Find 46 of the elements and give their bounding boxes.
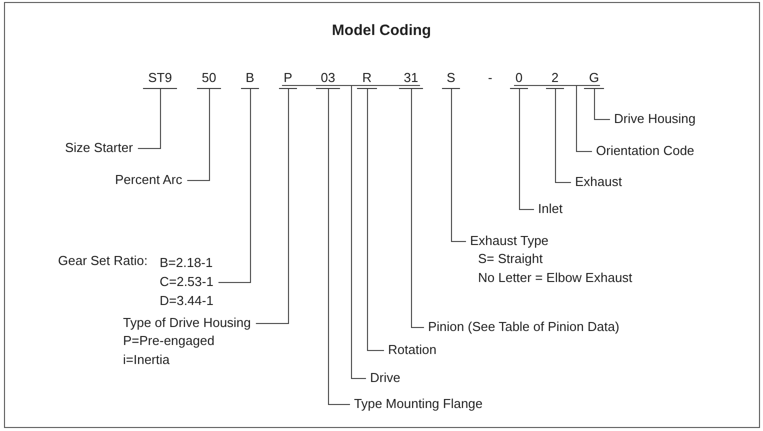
code-segment: ST9 — [143, 70, 177, 89]
description-text: Exhaust Type — [470, 233, 550, 249]
leader-line — [186, 88, 210, 181]
code-segment: G — [584, 70, 604, 89]
leader-line — [255, 88, 289, 324]
code-segment: 50 — [196, 70, 222, 89]
option-text: No Letter = Elbow Exhaust — [477, 269, 632, 287]
leader-line — [576, 86, 592, 152]
description-text: Inlet — [538, 201, 563, 217]
leader-line — [519, 88, 534, 210]
description-text: Type Mounting Flange — [354, 396, 483, 412]
option-text: D=3.44-1 — [160, 292, 214, 310]
code-segment: 31 — [398, 70, 424, 89]
leader-line — [328, 88, 350, 405]
leader-line — [411, 88, 424, 328]
option-text: i=Inertia — [123, 351, 171, 369]
option-text: P=Pre-engaged — [123, 332, 216, 350]
description-text: Drive — [370, 370, 400, 386]
leader-line — [137, 88, 161, 149]
description-text: Orientation Code — [596, 143, 694, 159]
leader-line — [555, 88, 572, 183]
description-text: Pinion (See Table of Pinion Data) — [428, 319, 620, 335]
code-segment: 0 — [510, 70, 528, 89]
code-segment: 03 — [316, 70, 340, 89]
description-text: Drive Housing — [614, 111, 696, 127]
description-text: Gear Set Ratio: — [58, 253, 148, 269]
option-text: B=2.18-1 — [160, 254, 214, 272]
code-segment: R — [357, 70, 377, 89]
leader-line — [367, 88, 384, 351]
description-text: Exhaust — [575, 174, 622, 190]
leader-line — [351, 86, 366, 379]
code-segment: S — [442, 70, 460, 89]
code-segment: 2 — [546, 70, 564, 89]
description-text: Type of Drive Housing — [123, 315, 251, 331]
description-text: Percent Arc — [115, 172, 182, 188]
leader-line — [594, 88, 610, 120]
separator-text: - — [488, 70, 492, 86]
description-text: Size Starter — [65, 140, 133, 156]
code-segment: P — [278, 70, 298, 89]
leader-line — [218, 88, 251, 283]
code-segment: B — [240, 70, 260, 89]
diagram-title: Model Coding — [330, 22, 432, 39]
option-text: C=2.53-1 — [160, 273, 214, 291]
option-text: S= Straight — [477, 250, 544, 268]
leader-line — [451, 88, 466, 242]
description-text: Rotation — [388, 342, 436, 358]
